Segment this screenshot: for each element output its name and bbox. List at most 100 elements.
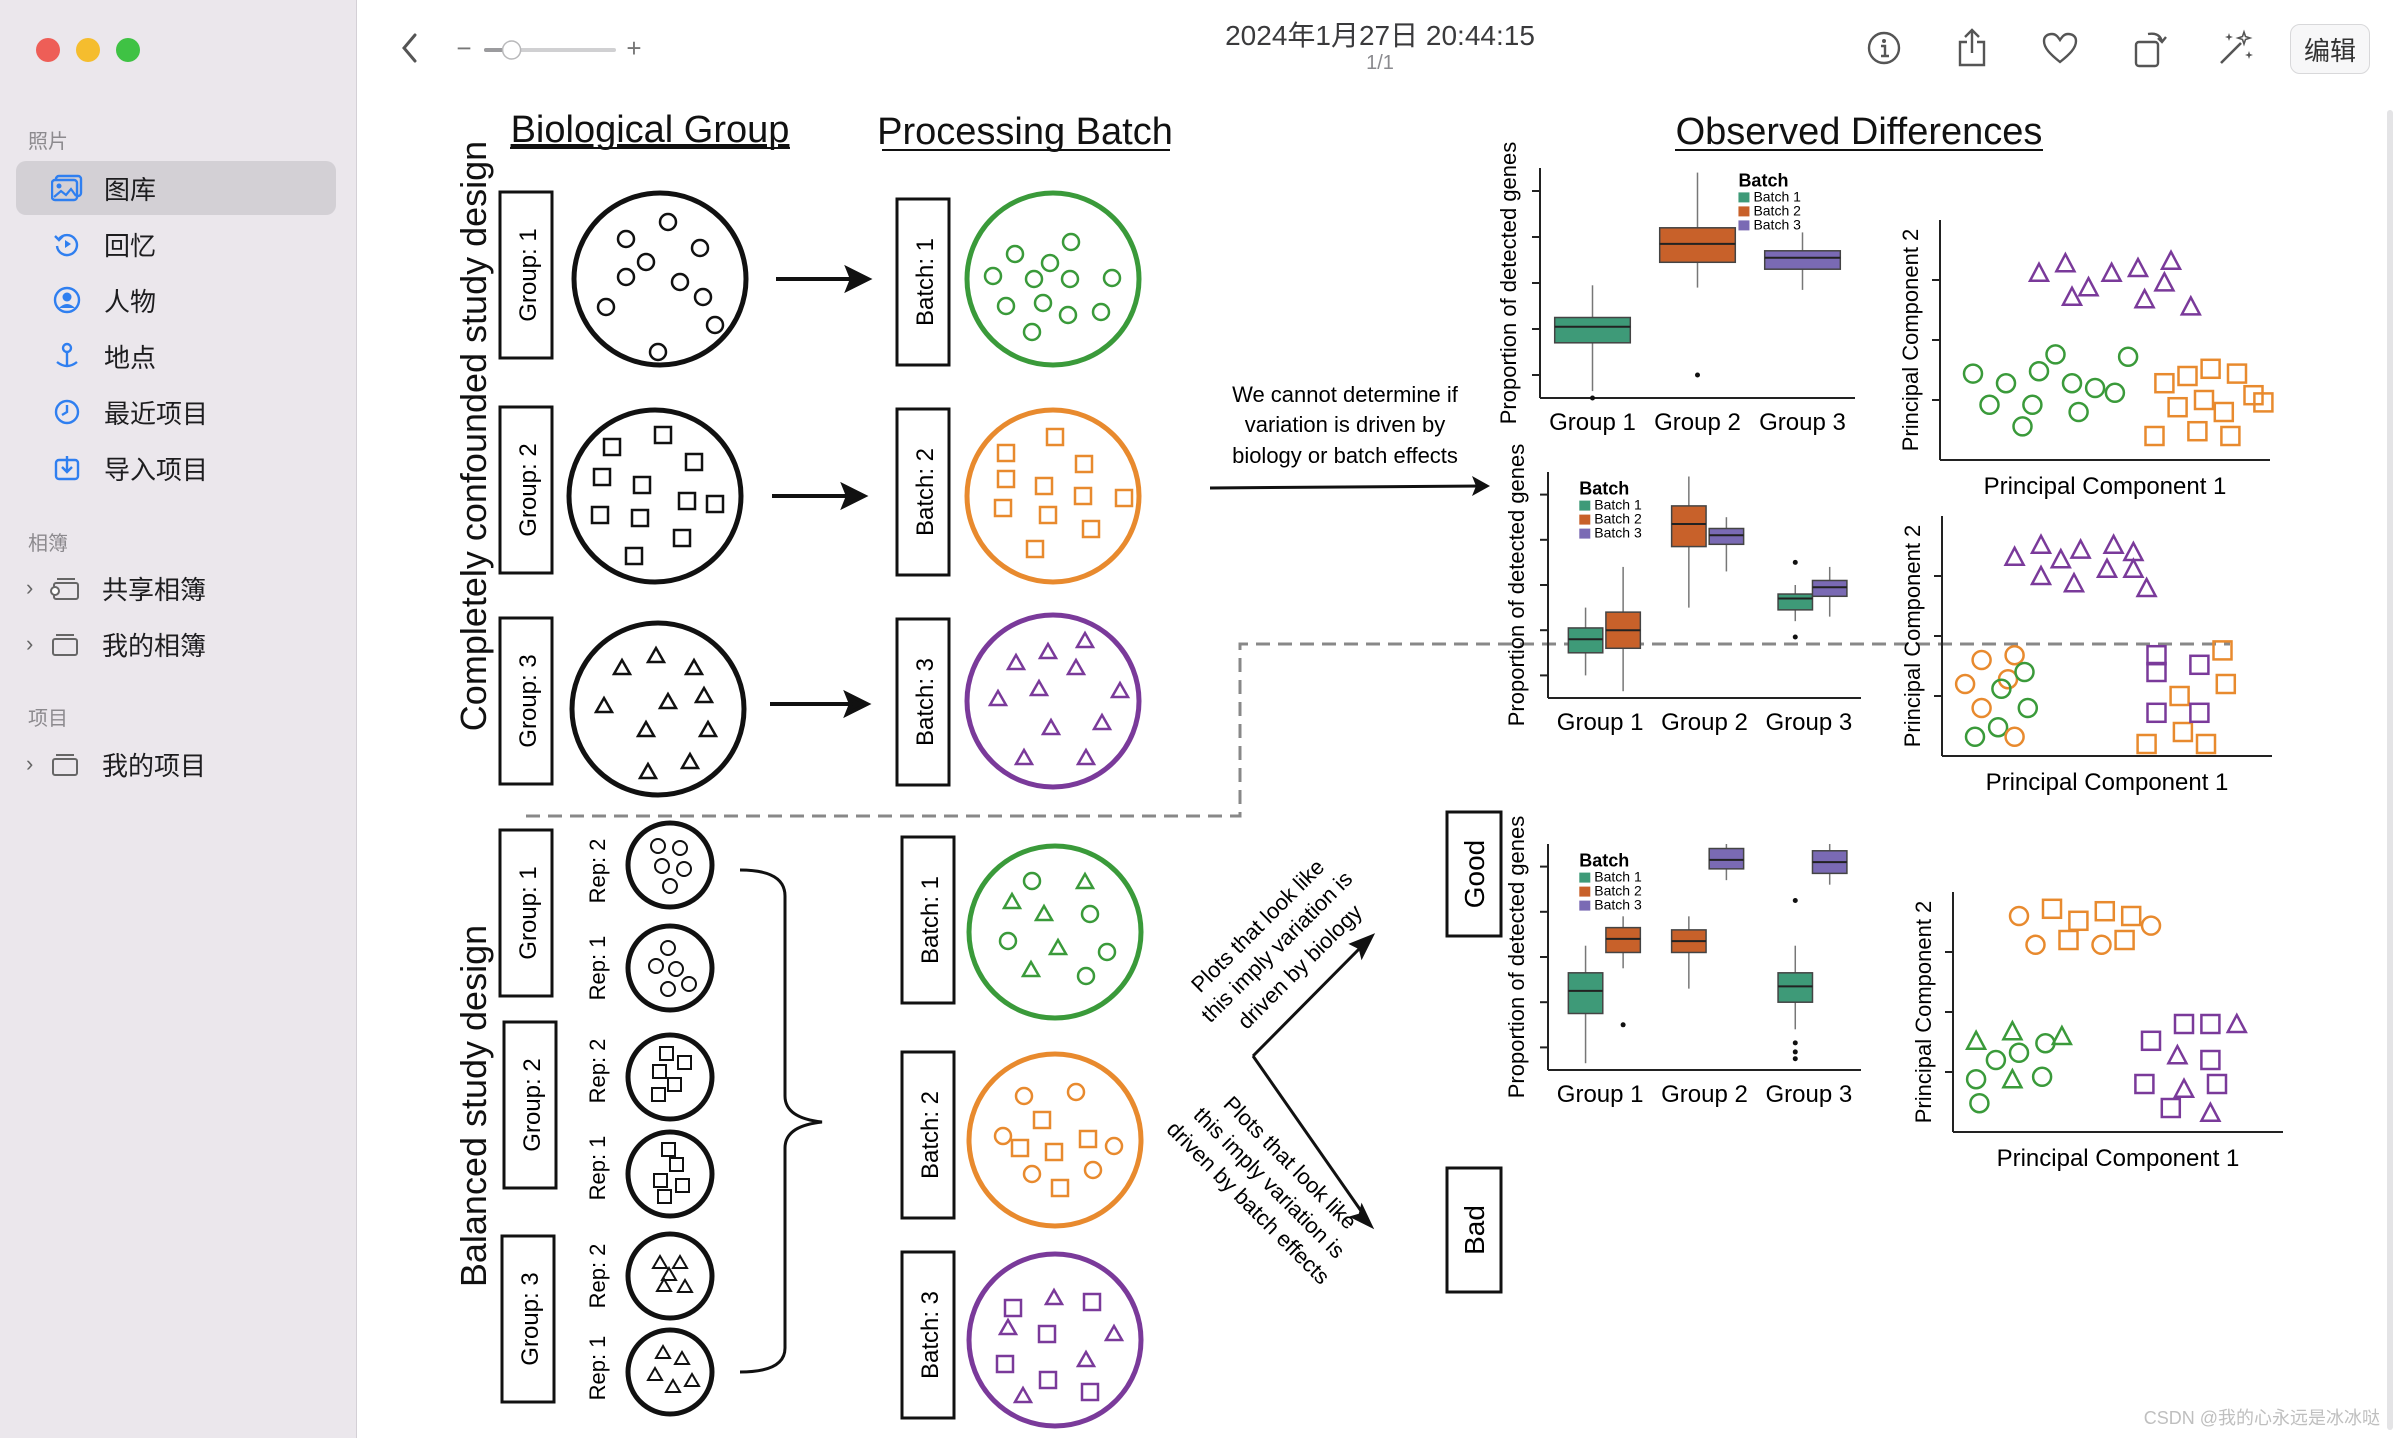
sidebar-item-recents[interactable]: 最近项目 <box>16 385 336 439</box>
sidebar-item-people[interactable]: 人物 <box>16 273 336 327</box>
legend-swatch <box>1579 500 1591 511</box>
bad-box <box>1445 1166 1503 1294</box>
pca-point-triangle <box>2102 533 2125 555</box>
legend-swatch <box>1579 900 1591 911</box>
rep-label: Rep: 2 <box>585 1039 610 1104</box>
balanced-batches: Batch: 1 Batch: 2 Batch: 3 <box>900 835 956 1420</box>
figure-image: Biological Group Processing Batch Observ… <box>453 109 2283 1429</box>
sidebar-item-label: 图库 <box>104 174 157 205</box>
pca-point-circle <box>2025 934 2046 956</box>
group3-sample-circle <box>569 620 747 798</box>
sidebar-item-shared-albums[interactable]: › 共享相簿 <box>16 561 336 615</box>
pca-point-square <box>2195 733 2217 755</box>
pca-point-square <box>2146 702 2167 724</box>
chevron-right-icon[interactable]: › <box>26 631 34 656</box>
header-processing-batch: Processing Batch <box>877 111 1173 153</box>
pca-point-square <box>2215 673 2237 695</box>
zoom-out-button[interactable]: − <box>456 32 472 63</box>
close-window-button[interactable] <box>36 38 60 62</box>
pca-point-triangle <box>2095 557 2119 579</box>
sidebar-item-my-albums[interactable]: › 我的相簿 <box>16 617 336 671</box>
dashed-separator <box>526 642 2230 818</box>
pca-point-circle <box>2140 915 2162 936</box>
zoom-window-button[interactable] <box>116 38 140 62</box>
cannot-determine-line2: variation is driven by <box>1245 412 1446 437</box>
sidebar-item-imports[interactable]: 导入项目 <box>16 441 336 495</box>
pca-point-triangle <box>2069 537 2092 559</box>
box <box>1567 972 1604 1015</box>
pca-point-square <box>2136 733 2157 755</box>
back-icon[interactable] <box>392 30 428 66</box>
chevron-right-icon[interactable]: › <box>26 575 34 600</box>
pca-point-triangle <box>2029 564 2053 586</box>
pca-point-circle <box>1962 363 1984 384</box>
cannot-determine-line1: We cannot determine if <box>1232 382 1459 407</box>
legend-swatch <box>1579 514 1591 525</box>
enhance-icon[interactable] <box>2216 28 2256 68</box>
pca-point-square <box>2189 702 2210 724</box>
outlier-point <box>1792 1040 1798 1046</box>
chevron-right-icon[interactable]: › <box>26 751 34 776</box>
bracket <box>739 868 823 1374</box>
pca-point-triangle <box>2027 261 2051 283</box>
edit-button[interactable]: 编辑 <box>2290 24 2370 74</box>
sidebar-item-my-projects[interactable]: › 我的项目 <box>16 737 336 791</box>
info-icon[interactable] <box>1864 28 1904 68</box>
box <box>1605 926 1642 954</box>
pca-point-square <box>2134 1073 2155 1095</box>
pca-point-triangle <box>2199 1101 2222 1123</box>
sidebar-item-memories[interactable]: 回忆 <box>16 217 336 271</box>
pca-point-square <box>2058 929 2079 951</box>
pca-point-square <box>2146 644 2167 666</box>
pca-point-square <box>2154 372 2175 394</box>
group-label: Group: 2 <box>519 1058 546 1151</box>
pca-point-circle <box>2004 644 2025 666</box>
pca-point-triangle <box>2166 1043 2189 1065</box>
sidebar-item-library[interactable]: 图库 <box>16 161 336 215</box>
minimize-window-button[interactable] <box>76 38 100 62</box>
sidebar-item-places[interactable]: 地点 <box>16 329 336 383</box>
batch-label: Batch: 2 <box>917 1091 944 1179</box>
recents-icon <box>50 395 84 429</box>
x-axis-label: Principal Component 1 <box>1997 1145 2240 1172</box>
cannot-determine-arrow <box>1209 476 1490 496</box>
pca-point-circle <box>2091 934 2112 956</box>
album-icon <box>50 631 80 657</box>
pca-point-triangle <box>2126 256 2150 278</box>
rep-circles <box>625 820 715 1417</box>
box <box>1567 627 1604 654</box>
x-tick-label: Group 1 <box>1557 1081 1644 1108</box>
legend-swatch <box>1579 528 1591 539</box>
favorite-icon[interactable] <box>2040 28 2080 68</box>
zoom-in-button[interactable]: + <box>626 32 642 63</box>
shared-album-icon <box>50 575 80 601</box>
pca-point-square <box>2206 1073 2228 1095</box>
zoom-slider[interactable] <box>484 40 616 60</box>
sidebar-item-label: 地点 <box>104 342 157 373</box>
rep-labels: Rep: 2 Rep: 1 Rep: 2 Rep: 1 Rep: 2 Rep: … <box>585 839 610 1401</box>
share-icon[interactable] <box>1952 26 1992 70</box>
rotate-icon[interactable] <box>2130 26 2170 70</box>
good-bad-text: Plots that look like this imply variatio… <box>1162 854 1367 1289</box>
confounded-arrows <box>770 264 873 719</box>
batch-label: Batch: 1 <box>912 238 939 326</box>
pca-point-triangle <box>2060 285 2084 307</box>
sidebar-item-label: 共享相簿 <box>102 574 207 605</box>
vertical-scrollbar[interactable] <box>2386 110 2394 1430</box>
box <box>1670 505 1707 548</box>
pca-point-triangle <box>2001 1019 2024 1041</box>
x-tick-label: Group 3 <box>1759 409 1846 436</box>
pca-point-triangle <box>2172 1077 2196 1099</box>
x-tick-label: Group 3 <box>1765 709 1852 736</box>
pca-point-circle <box>2012 416 2033 437</box>
pca-point-circle <box>2068 401 2089 423</box>
pca-point-square <box>2212 640 2233 661</box>
balanced-batch3-circle <box>966 1251 1144 1429</box>
pca-point-square <box>2189 654 2210 676</box>
pca-point-square <box>2226 363 2248 384</box>
pca-point-square <box>2146 661 2167 683</box>
pca-point-circle <box>1979 394 2000 416</box>
pca-point-triangle <box>2122 557 2145 579</box>
